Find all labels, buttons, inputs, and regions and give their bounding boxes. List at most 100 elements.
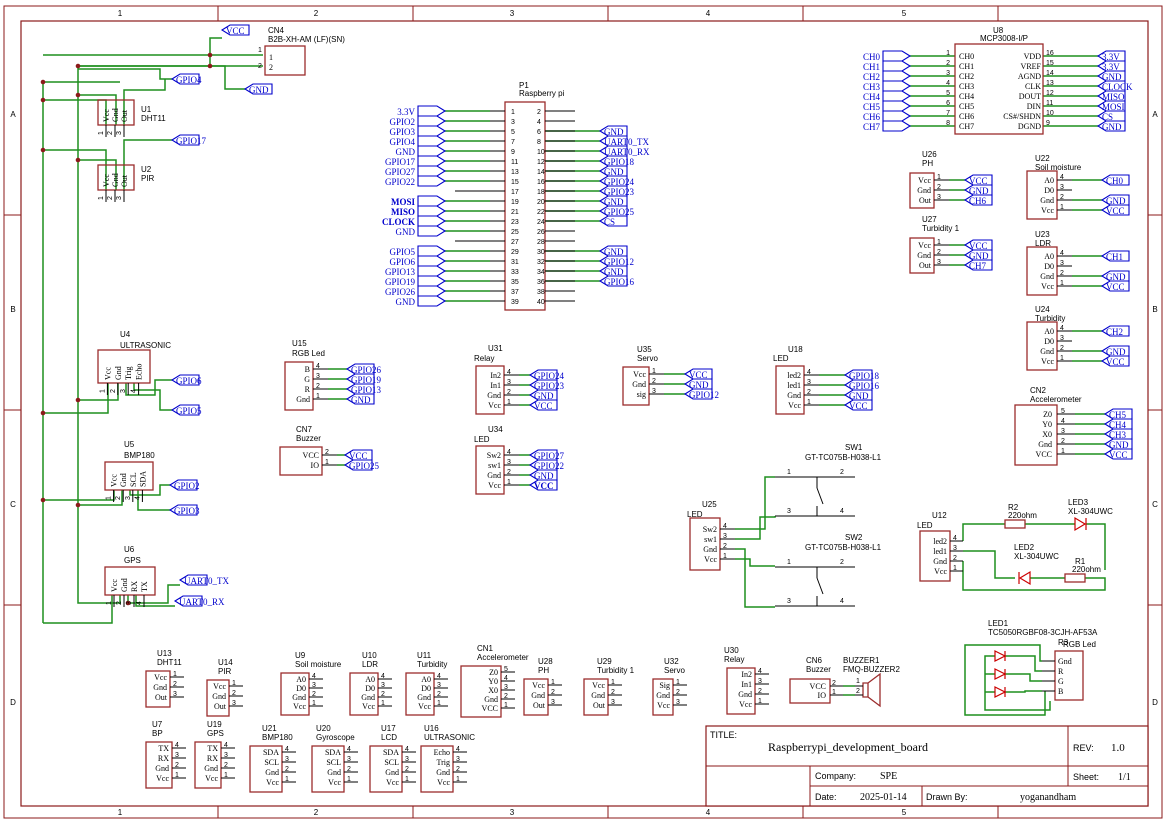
pin-number: 4 (175, 742, 179, 749)
net-flag (343, 449, 373, 461)
net-label: MOSI (391, 197, 416, 207)
pin-name: VCC (303, 451, 319, 460)
wire (78, 37, 222, 67)
pin-name: IO (311, 461, 320, 470)
pin-name: Vcc (488, 401, 501, 410)
pin-number: 2 (832, 680, 836, 687)
pin-name: D0 (1044, 186, 1054, 195)
component-body (206, 679, 230, 717)
wire (137, 490, 170, 511)
part-name: Buzzer (296, 434, 321, 443)
pin-number: 13 (511, 169, 519, 176)
net-label: GPIO18 (604, 157, 635, 167)
net-label: GPIO16 (849, 381, 880, 391)
pin-number: 1 (507, 399, 511, 406)
net-flag (345, 363, 375, 375)
net-flag (1096, 120, 1126, 132)
pin-number: 1 (1060, 204, 1064, 211)
pin-name: Gnd (632, 380, 646, 389)
pin-name: CH3 (959, 82, 974, 91)
net-flag (417, 255, 447, 267)
ref-designator: U31 (488, 344, 503, 353)
pin-name: Out (120, 174, 129, 187)
net-flag (683, 388, 713, 400)
pin-name: VCC (482, 704, 498, 713)
part-name: LDR (362, 660, 378, 669)
pin-name: Vcc (102, 109, 111, 122)
pin-number: 2 (107, 196, 114, 200)
pin-name: D0 (421, 684, 431, 693)
resistor-body (1064, 573, 1086, 583)
ref-designator: U32 (664, 657, 679, 666)
net-label: GND (1109, 440, 1129, 450)
ref-designator: U19 (207, 720, 222, 729)
net-label: CH0 (1106, 176, 1124, 186)
pin-name: led1 (787, 381, 801, 390)
pin-name: A0 (421, 675, 431, 684)
net-flag (1096, 90, 1126, 102)
pin-name: led2 (787, 371, 801, 380)
net-label: CH3 (1109, 430, 1127, 440)
net-label: CH3 (863, 82, 881, 92)
pin-name: CLK (1025, 82, 1041, 91)
net-flag (220, 24, 250, 36)
junction-dot (207, 52, 213, 58)
pin-number: 15 (1046, 60, 1054, 67)
pin-name: Vcc (1041, 206, 1054, 215)
date-label: Date: (815, 792, 837, 802)
pin-number: 3 (120, 389, 127, 393)
net-flag (963, 194, 993, 206)
component-body (1026, 321, 1058, 371)
net-flag (1103, 408, 1133, 420)
net-label: CH4 (863, 92, 881, 102)
pin-name: Gnd (212, 692, 226, 701)
pin-name: Vcc (110, 579, 119, 592)
pin-number: 2 (537, 109, 541, 116)
net-label: GPIO26 (385, 287, 416, 297)
pin-number: 2 (1061, 438, 1065, 445)
wire (125, 379, 172, 396)
pin-number: 21 (511, 209, 519, 216)
column-marker: 4 (706, 808, 711, 817)
pin-name: Gnd (531, 691, 545, 700)
wire (43, 149, 107, 190)
pin-name: Gnd (591, 691, 605, 700)
pin-name: Vcc (437, 778, 450, 787)
pin-name: CS#/SHDN (1003, 112, 1041, 121)
wire (964, 644, 1046, 716)
pin-number: 11 (1046, 100, 1053, 107)
pin-name: Vcc (633, 370, 646, 379)
pin-name: Vcc (205, 774, 218, 783)
net-flag (598, 185, 628, 197)
pin-name: A0 (365, 675, 375, 684)
pin-number: 2 (1060, 270, 1064, 277)
pin-number: 22 (537, 209, 545, 216)
pin-number: 3 (676, 699, 680, 706)
component-body (249, 745, 283, 793)
buzzer-symbol (862, 672, 881, 708)
pin-number: 4 (840, 598, 844, 605)
pin-number: 4 (946, 80, 950, 87)
net-label: GPIO6 (389, 257, 415, 267)
pin-number: 1 (232, 680, 236, 687)
pin-name: VCC (1036, 450, 1052, 459)
part-name: Turbidity (417, 660, 447, 669)
pin-name: Vcc (102, 174, 111, 187)
title-label: TITLE: (710, 730, 737, 740)
net-label: GND (689, 380, 709, 390)
pin-number: 17 (511, 189, 519, 196)
pin-name: VDD (1024, 52, 1042, 61)
row-marker: C (10, 500, 16, 509)
net-label: VCC (349, 451, 368, 461)
net-label: GPIO26 (351, 365, 382, 375)
net-label: GND (1106, 196, 1126, 206)
pin-number: 1 (676, 679, 680, 686)
pin-number: 3 (551, 699, 555, 706)
net-label: GPIO27 (385, 167, 416, 177)
pin-name: Gnd (1058, 657, 1072, 666)
pin-number: 3 (175, 752, 179, 759)
net-flag (170, 134, 200, 146)
net-label: GND (969, 251, 989, 261)
ref-designator: U25 (702, 500, 717, 509)
component-body (726, 667, 756, 715)
